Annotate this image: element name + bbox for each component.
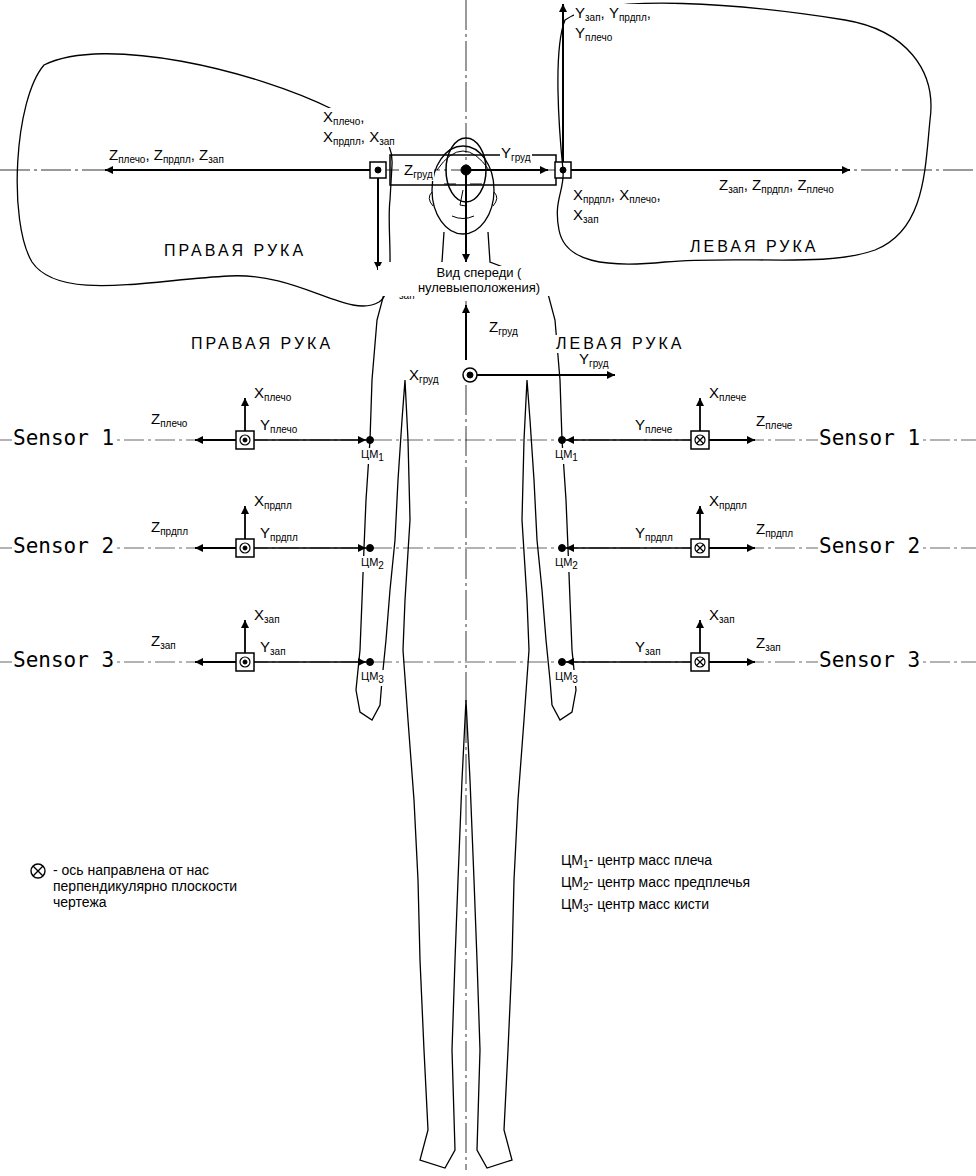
axis-label: Xплечо: [253, 384, 292, 404]
axis-label: Xпрдпл: [708, 492, 748, 512]
axis-label: Yзап: [634, 638, 662, 658]
region-title: ПРАВАЯ РУКА: [164, 242, 306, 260]
region-title: ЛЕВАЯ РУКА: [690, 238, 818, 256]
axis-label: Yпрдпл: [259, 524, 299, 544]
sensor-name: Sensor 1: [818, 426, 921, 450]
axis-label: Zпрдпл: [755, 520, 794, 540]
region-outline: [14, 40, 400, 315]
axis-label: Yпрдпл: [634, 524, 674, 544]
note-text: ЦМ1- центр масс плеча: [560, 852, 713, 871]
axis-label: Xплечо, Xпрдпл, Xзап: [322, 108, 396, 147]
axis-label: Zзап, Zпрдпл, Zплечо: [718, 176, 835, 196]
axis-label: Xпрдпл, Xплечо, Xзап: [572, 186, 674, 225]
axis-label: Xзап: [253, 606, 281, 626]
axis-label: Zгруд: [403, 161, 434, 181]
axis-label: Zплечо, Zпрдпл, Zзап: [108, 146, 225, 166]
legend-text: - ось направлена от нас перпендикулярно …: [52, 862, 284, 910]
axis-label: Yплече: [634, 416, 673, 436]
sensor-name: Sensor 3: [12, 648, 115, 672]
note-text: ЦМ3- центр масс кисти: [560, 896, 710, 915]
axis-label: Zплечо: [150, 410, 188, 430]
sensor-name: Sensor 1: [12, 426, 115, 450]
side-label: ПРАВАЯ РУКА: [190, 335, 334, 353]
sensor-name: Sensor 3: [818, 648, 921, 672]
side-label: ЛЕВАЯ РУКА: [555, 335, 685, 353]
sensor-axes: [0, 398, 976, 671]
axis-label: Xплече: [708, 384, 747, 404]
arm-region: ПРАВАЯ РУКА: [14, 40, 400, 315]
axis-label: Xзап: [708, 606, 736, 626]
mass-center-label: ЦМ2: [360, 556, 385, 572]
axis-label: Yплечо: [259, 416, 298, 436]
axis-label: Zплече: [755, 412, 793, 432]
axis-label: Zгруд: [488, 318, 519, 338]
axis-label: Zпрдпл: [150, 518, 189, 538]
mass-center-label: ЦМ3: [360, 670, 385, 686]
axis-label: Yзап, Yпрдпл, Yплечо: [574, 4, 676, 43]
axis-label: Zзап: [150, 632, 177, 652]
mass-center-label: ЦМ1: [360, 448, 385, 464]
human-figure: [356, 232, 576, 1168]
axis-label: Yгруд: [500, 144, 532, 164]
cross-circle-symbol: [31, 864, 45, 878]
axis-label: Yгруд: [578, 350, 610, 370]
sensor-name: Sensor 2: [818, 534, 921, 558]
axis-label: Zзап: [755, 634, 782, 654]
mass-center-label: ЦМ2: [554, 556, 579, 572]
mass-center-label: ЦМ3: [554, 670, 579, 686]
note-text: ЦМ2- центр масс предплечья: [560, 874, 751, 893]
mass-center-label: ЦМ1: [554, 448, 579, 464]
axis-label: Yзап: [259, 638, 287, 658]
axis-label: Xпрдпл: [253, 492, 293, 512]
axis-label: Xгруд: [408, 366, 440, 386]
view-caption: Вид спереди ( нулевыеположения): [378, 266, 580, 296]
sensor-name: Sensor 2: [12, 534, 115, 558]
